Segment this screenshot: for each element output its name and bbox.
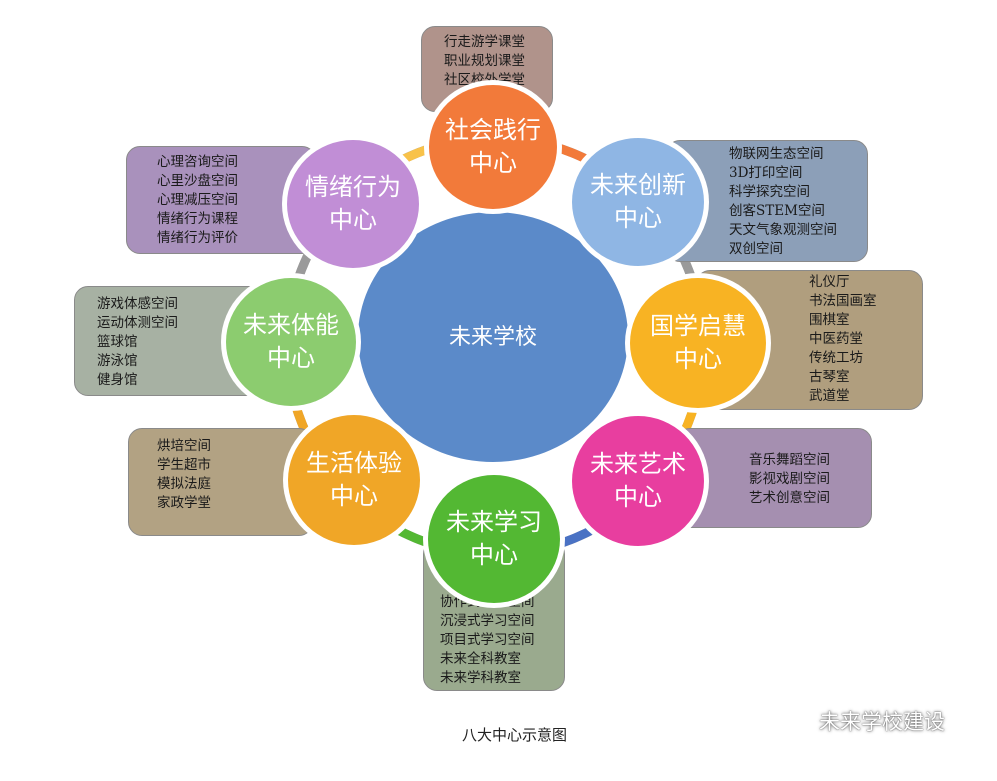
list-item: 传统工坊: [809, 350, 863, 366]
list-learning: 协作式学习空间 沉浸式学习空间 项目式学习空间 未来全科教室 未来学科教室: [440, 593, 564, 688]
watermark: 未来学校建设: [787, 706, 945, 736]
list-item: 天文气象观测空间: [729, 222, 837, 238]
list-item: 沉浸式学习空间: [440, 613, 535, 629]
list-item: 物联网生态空间: [729, 146, 824, 162]
node-fitness: 未来体能 中心: [226, 278, 356, 406]
node-learning: 未来学习 中心: [428, 475, 560, 603]
list-emotion: 心理咨询空间 心里沙盘空间 心理减压空间 情绪行为课程 情绪行为评价: [157, 153, 315, 248]
list-item: 家政学堂: [157, 495, 211, 511]
node-social: 社会践行 中心: [429, 85, 557, 209]
list-item: 心理减压空间: [157, 192, 238, 208]
node-label: 社会践行 中心: [445, 116, 541, 177]
list-innovation: 物联网生态空间 3D打印空间 科学探究空间 创客STEM空间 天文气象观测空间 …: [729, 145, 867, 259]
list-item: 篮球馆: [97, 334, 138, 350]
list-item: 情绪行为评价: [157, 230, 238, 246]
list-item: 礼仪厅: [809, 274, 850, 290]
list-item: 职业规划课堂: [444, 53, 525, 69]
watermark-text: 未来学校建设: [819, 710, 945, 734]
list-item: 未来全科教室: [440, 651, 521, 667]
figure-caption: 八大中心示意图: [462, 726, 568, 744]
list-item: 烘培空间: [157, 438, 211, 454]
list-item: 围棋室: [809, 312, 850, 328]
node-label: 未来体能 中心: [243, 311, 339, 372]
list-social: 行走游学课堂 职业规划课堂 社区校外学堂: [444, 33, 552, 90]
list-sinology: 礼仪厅 书法国画室 围棋室 中医药堂 传统工坊 古琴室 武道堂: [809, 273, 922, 406]
list-item: 行走游学课堂: [444, 34, 525, 50]
list-item: 健身馆: [97, 372, 138, 388]
node-art: 未来艺术 中心: [572, 416, 704, 546]
node-life: 生活体验 中心: [288, 415, 420, 545]
list-item: 武道堂: [809, 388, 850, 404]
list-item: 创客STEM空间: [729, 203, 825, 219]
list-item: 社区校外学堂: [444, 72, 525, 88]
list-item: 情绪行为课程: [157, 211, 238, 227]
list-life: 烘培空间 学生超市 模拟法庭 家政学堂: [157, 437, 312, 513]
node-label: 未来艺术 中心: [590, 450, 686, 511]
list-item: 中医药堂: [809, 331, 863, 347]
list-item: 双创空间: [729, 241, 783, 257]
box-art: 音乐舞蹈空间 影视戏剧空间 艺术创意空间: [676, 428, 872, 528]
list-item: 音乐舞蹈空间: [749, 452, 830, 468]
node-innovation: 未来创新 中心: [572, 138, 704, 266]
center-label: 未来学校: [448, 324, 537, 350]
node-label: 未来学习 中心: [446, 508, 542, 569]
node-label: 未来创新 中心: [590, 171, 686, 232]
list-item: 学生超市: [157, 457, 211, 473]
center-circle: 未来学校: [358, 212, 628, 462]
list-item: 科学探究空间: [729, 184, 810, 200]
list-item: 书法国画室: [809, 293, 877, 309]
node-label: 生活体验 中心: [306, 449, 402, 510]
box-emotion: 心理咨询空间 心里沙盘空间 心理减压空间 情绪行为课程 情绪行为评价: [126, 146, 316, 254]
node-label: 情绪行为 中心: [305, 173, 401, 234]
list-item: 心理咨询空间: [157, 154, 238, 170]
list-item: 心里沙盘空间: [157, 173, 238, 189]
list-item: 未来学科教室: [440, 670, 521, 686]
list-item: 艺术创意空间: [749, 490, 830, 506]
list-item: 项目式学习空间: [440, 632, 535, 648]
list-item: 运动体测空间: [97, 315, 178, 331]
box-life: 烘培空间 学生超市 模拟法庭 家政学堂: [128, 428, 313, 536]
list-item: 古琴室: [809, 369, 850, 385]
node-label: 国学启慧 中心: [650, 312, 746, 373]
list-item: 游戏体感空间: [97, 296, 178, 312]
wechat-icon: [787, 711, 813, 730]
list-item: 模拟法庭: [157, 476, 211, 492]
node-sinology: 国学启慧 中心: [630, 278, 766, 408]
list-fitness: 游戏体感空间 运动体测空间 篮球馆 游泳馆 健身馆: [97, 295, 273, 390]
list-item: 3D打印空间: [729, 165, 803, 181]
list-item: 游泳馆: [97, 353, 138, 369]
node-emotion: 情绪行为 中心: [287, 140, 419, 268]
list-art: 音乐舞蹈空间 影视戏剧空间 艺术创意空间: [749, 451, 871, 508]
list-item: 影视戏剧空间: [749, 471, 830, 487]
